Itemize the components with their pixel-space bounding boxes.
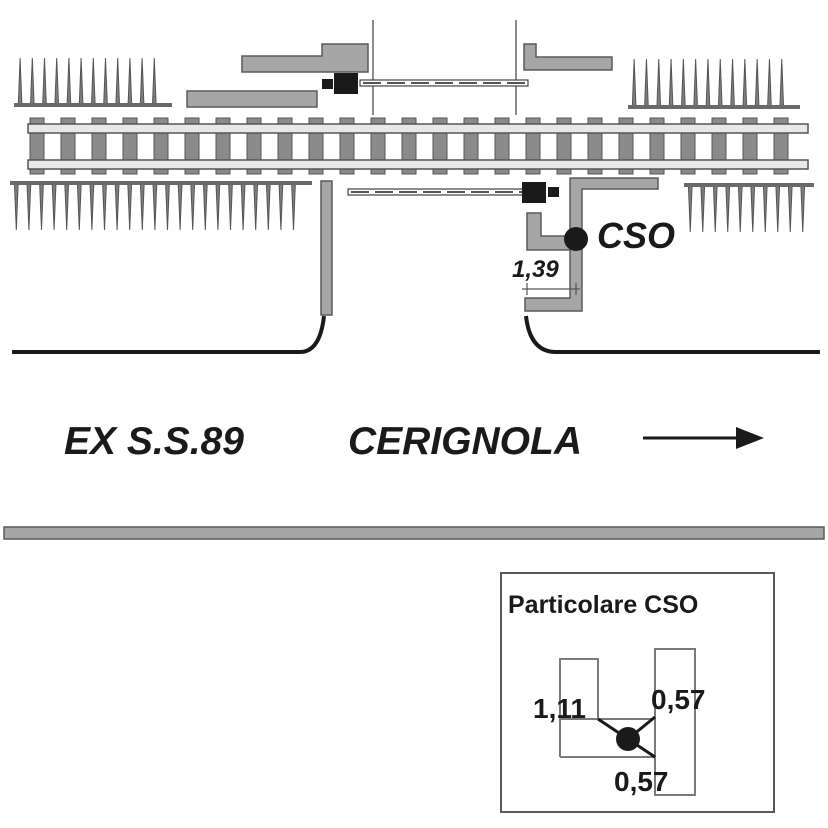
hedge-row (684, 184, 809, 233)
barrier-top (322, 73, 529, 94)
dimension-label-main: 1,39 (512, 256, 559, 283)
detail-marker-icon (616, 727, 640, 751)
hedge-row (628, 58, 788, 108)
road-edge-right-line (524, 315, 820, 354)
platform-mid-left (186, 90, 318, 108)
platform-top-right (523, 43, 613, 71)
barrier-bottom (347, 182, 559, 203)
detail-dim-left: 1,11 (533, 693, 586, 724)
filled-circle-icon (564, 227, 588, 251)
road-edge-left-post (320, 180, 333, 316)
cso-label: CSO (597, 215, 675, 256)
cso-island (524, 177, 659, 312)
road-edge-left-line (12, 315, 326, 354)
spiky-hedge-icon (10, 57, 814, 233)
detail-dim-bottom: 0,57 (614, 766, 669, 797)
separator-band (3, 526, 825, 540)
dimension-line-main (522, 283, 580, 295)
detail-box: Particolare CSO 1,11 0,57 0,57 (500, 572, 775, 813)
hedge-row (14, 57, 161, 106)
detail-dim-right: 0,57 (651, 684, 706, 715)
hedge-row (10, 182, 300, 231)
detail-island-right (654, 648, 696, 796)
road-name-label: EX S.S.89 (64, 420, 244, 463)
platform-top-left (241, 43, 369, 73)
arrow-right-icon (643, 427, 764, 449)
cso-notch (526, 212, 571, 251)
railway-track (27, 117, 809, 175)
detail-title: Particolare CSO (508, 591, 698, 619)
destination-label: CERIGNOLA (348, 420, 582, 463)
